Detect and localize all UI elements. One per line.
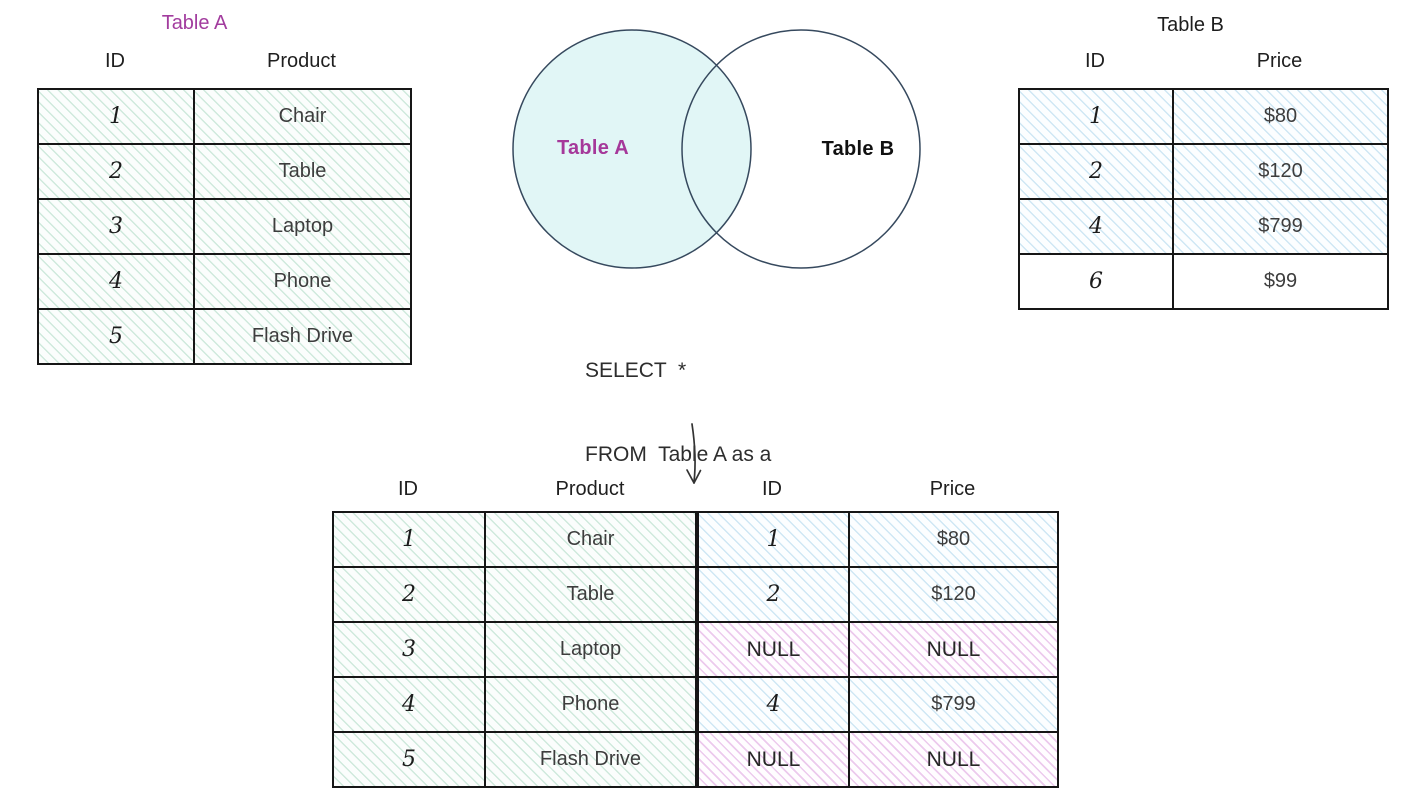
table-row: 2 $120 bbox=[1018, 143, 1389, 200]
table-b-headers: ID Price bbox=[1018, 50, 1387, 73]
table-row: 1 $80 bbox=[1018, 88, 1389, 145]
result-cell-a-id: 2 bbox=[332, 566, 486, 623]
table-row: 5 Flash Drive NULL NULL bbox=[332, 731, 1059, 788]
table-b-cell-price: $120 bbox=[1172, 143, 1389, 200]
result-header-price: Price bbox=[929, 478, 976, 500]
result-cell-price-null: NULL bbox=[848, 621, 1059, 678]
result-cell-b-id-null: NULL bbox=[695, 621, 850, 678]
table-a-cell-product: Chair bbox=[193, 88, 412, 145]
result-cell-product: Phone bbox=[484, 676, 698, 733]
table-b-title: Table B bbox=[1157, 14, 1224, 36]
table-b-cell-id: 6 bbox=[1018, 253, 1174, 310]
table-a-header-product: Product bbox=[267, 50, 336, 72]
result-header-id-b: ID bbox=[762, 478, 782, 500]
result-cell-b-id-null: NULL bbox=[695, 731, 850, 788]
table-a-cell-id: 4 bbox=[37, 253, 195, 310]
table-b-cell-id: 4 bbox=[1018, 198, 1174, 255]
table-row: 1 Chair 1 $80 bbox=[332, 511, 1059, 568]
table-row: 2 Table 2 $120 bbox=[332, 566, 1059, 623]
table-a-header-id: ID bbox=[105, 50, 125, 72]
result-header-product: Product bbox=[555, 478, 625, 500]
venn-circle-table-a bbox=[512, 29, 752, 269]
result-cell-product: Chair bbox=[484, 511, 698, 568]
table-b: 1 $80 2 $120 4 $799 6 $99 bbox=[1018, 88, 1389, 310]
table-b-header-id: ID bbox=[1085, 50, 1105, 72]
table-a-cell-id: 2 bbox=[37, 143, 195, 200]
result-cell-price: $80 bbox=[848, 511, 1059, 568]
table-row: 1 Chair bbox=[37, 88, 412, 145]
table-row: 5 Flash Drive bbox=[37, 308, 412, 365]
table-row: 6 $99 bbox=[1018, 253, 1389, 310]
table-row: 3 Laptop bbox=[37, 198, 412, 255]
result-cell-product: Table bbox=[484, 566, 698, 623]
table-b-cell-price: $80 bbox=[1172, 88, 1389, 145]
venn-circle-table-b bbox=[681, 29, 921, 269]
result-cell-b-id: 4 bbox=[695, 676, 850, 733]
result-header-id-a: ID bbox=[398, 478, 418, 500]
result-cell-a-id: 1 bbox=[332, 511, 486, 568]
table-b-cell-id: 1 bbox=[1018, 88, 1174, 145]
table-a-cell-id: 5 bbox=[37, 308, 195, 365]
table-b-cell-price: $99 bbox=[1172, 253, 1389, 310]
down-arrow-icon bbox=[686, 423, 702, 484]
table-a: 1 Chair 2 Table 3 Laptop 4 Phone 5 Flash… bbox=[37, 88, 412, 365]
table-a-cell-product: Table bbox=[193, 143, 412, 200]
table-row: 3 Laptop NULL NULL bbox=[332, 621, 1059, 678]
sql-line-select: SELECT * bbox=[585, 359, 687, 382]
table-a-cell-id: 3 bbox=[37, 198, 195, 255]
result-cell-a-id: 3 bbox=[332, 621, 486, 678]
result-cell-product: Laptop bbox=[484, 621, 698, 678]
result-cell-price: $799 bbox=[848, 676, 1059, 733]
table-a-title: Table A bbox=[161, 12, 228, 34]
result-cell-b-id: 1 bbox=[695, 511, 850, 568]
table-row: 2 Table bbox=[37, 143, 412, 200]
result-cell-a-id: 5 bbox=[332, 731, 486, 788]
table-a-cell-product: Flash Drive bbox=[193, 308, 412, 365]
sql-line-from: FROM Table A as a bbox=[585, 443, 772, 466]
table-row: 4 Phone bbox=[37, 253, 412, 310]
table-b-cell-id: 2 bbox=[1018, 143, 1174, 200]
venn-diagram bbox=[512, 29, 921, 269]
venn-label-table-a: Table A bbox=[556, 137, 630, 159]
result-cell-product: Flash Drive bbox=[484, 731, 698, 788]
table-row: 4 $799 bbox=[1018, 198, 1389, 255]
result-cell-price-null: NULL bbox=[848, 731, 1059, 788]
table-a-cell-product: Laptop bbox=[193, 198, 412, 255]
table-b-header-price: Price bbox=[1256, 50, 1303, 72]
result-cell-price: $120 bbox=[848, 566, 1059, 623]
result-table: 1 Chair 1 $80 2 Table 2 $120 3 Laptop NU… bbox=[332, 511, 1059, 788]
table-a-cell-id: 1 bbox=[37, 88, 195, 145]
table-row: 4 Phone 4 $799 bbox=[332, 676, 1059, 733]
table-a-cell-product: Phone bbox=[193, 253, 412, 310]
table-a-headers: ID Product bbox=[37, 50, 410, 73]
table-b-cell-price: $799 bbox=[1172, 198, 1389, 255]
result-cell-a-id: 4 bbox=[332, 676, 486, 733]
result-table-headers: ID Product ID Price bbox=[332, 478, 1057, 501]
venn-label-table-b: Table B bbox=[821, 138, 895, 160]
result-cell-b-id: 2 bbox=[695, 566, 850, 623]
